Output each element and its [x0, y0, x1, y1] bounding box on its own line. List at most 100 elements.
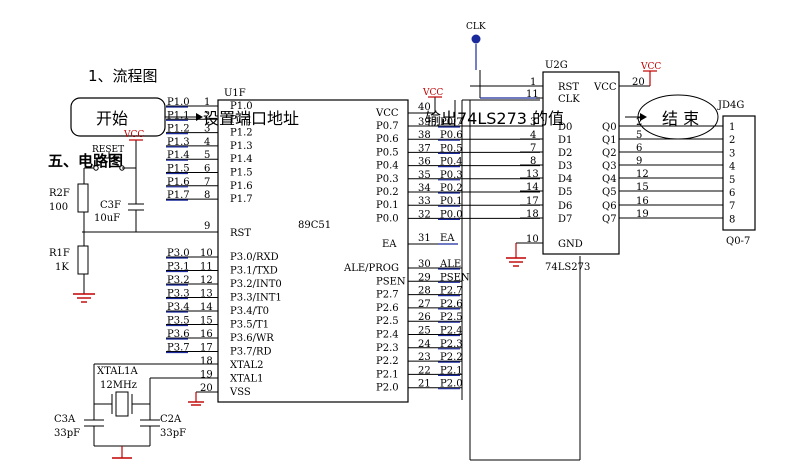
ea-pin-name: EA: [382, 239, 397, 250]
p2-pin-name: ALE/PROG: [343, 263, 399, 274]
p1-pin-name: P1.7: [230, 194, 253, 205]
jd4-pin-number: 2: [729, 135, 735, 146]
p0-pin-number: 32: [418, 209, 431, 220]
p0-pin-number: 39: [418, 117, 431, 128]
reset-switch-contact-a: [93, 165, 99, 171]
p1-pin-number: 8: [204, 190, 210, 201]
p0-pin-name: P0.3: [376, 174, 399, 185]
u1-vcc-pin-number: 40: [418, 102, 431, 113]
u2-pin-number: 11: [526, 89, 539, 100]
p3-net-label: P3.6: [167, 329, 190, 340]
jd4-pin-number: 1: [729, 122, 735, 133]
u2-output-number: 20: [632, 77, 645, 88]
jd4-pin-number: 7: [729, 201, 735, 212]
p3-pin-number: 19: [200, 370, 213, 381]
p0-pin-name: P0.2: [376, 187, 399, 198]
p2-net-label: P2.0: [440, 379, 463, 390]
crystal-body: [115, 391, 129, 417]
p0-net-label: P0.5: [440, 143, 463, 154]
p3-net-label: P3.7: [167, 343, 190, 354]
p1-net-label: P1.5: [167, 164, 190, 175]
p0-pin-name: P0.0: [376, 213, 399, 224]
p1-pin-number: 7: [204, 177, 210, 188]
u1-vcc-label: VCC: [422, 88, 443, 98]
jd4-pin-number: 5: [729, 175, 735, 186]
p2-pin-name: P2.6: [376, 303, 399, 314]
p3-net-label: P3.2: [167, 275, 190, 286]
p3-pin-name: VSS: [229, 387, 251, 398]
u2-output-number: 12: [636, 169, 649, 180]
p3-net-label: P3.0: [167, 248, 190, 259]
reset-ground-symbol: [73, 293, 95, 303]
p1-net-label: P1.6: [167, 177, 190, 188]
p1-net-label: P1.1: [167, 110, 190, 121]
c3a-value: 33pF: [54, 428, 80, 439]
p3-pin-number: 16: [200, 329, 213, 340]
p1-pin-number: 2: [204, 110, 210, 121]
p2-pin-number: 26: [418, 312, 431, 323]
p2-pin-number: 29: [418, 272, 431, 283]
u1-body: [217, 99, 409, 403]
u2-pin-name: CLK: [558, 94, 580, 105]
p2-pin-name: P2.1: [376, 369, 399, 380]
r2-value: 100: [49, 202, 68, 213]
u2-output-name: Q6: [602, 201, 617, 212]
p2-net-label: P2.7: [440, 286, 463, 297]
xtal-value: 12MHz: [100, 380, 137, 391]
u2-pin-number: 3: [530, 117, 536, 128]
u2-pin-number: 14: [526, 182, 539, 193]
p3-net-label: P3.3: [167, 289, 190, 300]
p2-net-label: P2.4: [440, 326, 463, 337]
p2-pin-number: 23: [418, 352, 431, 363]
p1-pin-number: 6: [204, 164, 210, 175]
p3-pin-name: P3.7/RD: [230, 347, 272, 358]
p0-pin-name: P0.5: [376, 147, 399, 158]
u2-pin-number: 1: [530, 77, 536, 88]
u2-pin-number: 18: [526, 209, 539, 220]
u2-output-number: 16: [636, 196, 649, 207]
jd4-pin-number: 4: [729, 162, 735, 173]
r2-ref: R2F: [49, 188, 70, 199]
u2-pin-name: D2: [558, 148, 572, 159]
u2-pin-name: D5: [558, 187, 572, 198]
p3-pin-name: XTAL1: [230, 374, 263, 385]
p3-pin-number: 12: [200, 275, 213, 286]
u2-pin-name: GND: [558, 239, 583, 250]
u2-pin-number: 4: [530, 130, 536, 141]
p0-net-label: P0.7: [440, 117, 463, 128]
p1-pin-number: 4: [204, 137, 210, 148]
c2a-value: 33pF: [160, 428, 186, 439]
c3a-ref: C3A: [54, 414, 76, 425]
p2-pin-number: 21: [418, 379, 431, 390]
u2-pin-name: D4: [558, 174, 572, 185]
p0-pin-name: P0.7: [376, 121, 399, 132]
p3-pin-name: XTAL2: [230, 360, 263, 371]
p0-pin-number: 37: [418, 143, 431, 154]
u2-output-number: 15: [636, 182, 649, 193]
clk-source-dot: [471, 34, 481, 44]
p1-pin-name: P1.2: [230, 128, 253, 139]
p3-pin-name: P3.6/WR: [230, 333, 274, 344]
p0-net-label: P0.1: [440, 196, 463, 207]
p2-net-label: P2.2: [440, 352, 463, 363]
p3-pin-number: 11: [200, 262, 213, 273]
r1-ref: R1F: [49, 248, 70, 259]
p3-pin-name: P3.1/TXD: [230, 266, 278, 277]
u2-pin-name: D1: [558, 135, 572, 146]
p3-pin-name: P3.5/T1: [230, 320, 269, 331]
output-label: 输出74LS273 的值: [425, 109, 564, 128]
c3-ref: C3F: [100, 200, 121, 211]
p0-pin-number: 34: [418, 183, 431, 194]
u2-pin-name: RST: [558, 82, 579, 93]
p0-pin-number: 36: [418, 157, 431, 168]
p1-pin-name: P1.1: [230, 114, 253, 125]
p2-pin-name: P2.4: [376, 330, 399, 341]
p2-net-label: PSEN: [440, 272, 470, 283]
u2-vcc-label: VCC: [640, 62, 661, 72]
ea-net-label: EA: [440, 233, 455, 244]
u2-part: 74LS273: [545, 262, 590, 273]
p1-net-label: P1.2: [167, 124, 190, 135]
p3-net-label: P3.4: [167, 302, 190, 313]
